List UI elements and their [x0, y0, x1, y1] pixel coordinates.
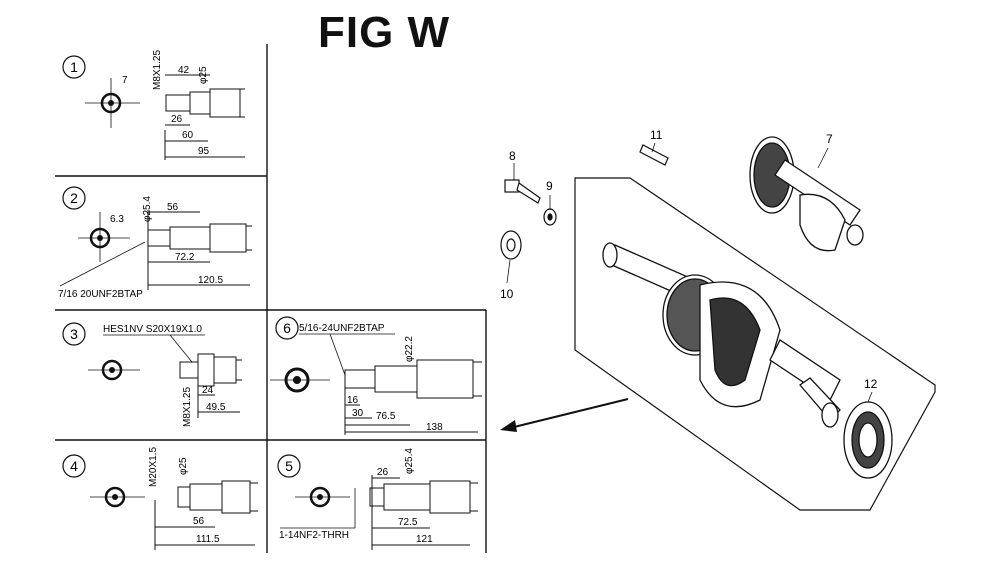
- svg-text:56: 56: [167, 202, 179, 213]
- crankshaft: [602, 242, 841, 428]
- svg-text:φ25.4: φ25.4: [404, 448, 415, 474]
- svg-text:φ25.4: φ25.4: [142, 196, 153, 222]
- washer-small: [543, 208, 557, 226]
- svg-text:72.2: 72.2: [175, 252, 195, 263]
- panel-1: 1 7 M8X1.25 φ25 42 26 60 95: [62, 50, 245, 160]
- svg-text:3: 3: [70, 326, 78, 342]
- svg-text:95: 95: [198, 146, 210, 157]
- svg-text:120.5: 120.5: [198, 275, 223, 286]
- svg-text:24: 24: [202, 385, 214, 396]
- panel-2: 2 6.3 φ25.4 56 72.2 120.5 7/16 20UNF2BTA…: [58, 186, 252, 300]
- svg-text:26: 26: [171, 114, 183, 125]
- svg-text:72.5: 72.5: [398, 517, 418, 528]
- svg-text:30: 30: [352, 408, 364, 419]
- panel-4: 4 M20X1.5 φ25 56 111.5: [62, 447, 258, 550]
- bolt: [504, 179, 541, 204]
- svg-text:5: 5: [285, 458, 293, 474]
- assembly-outline: [574, 177, 936, 511]
- svg-text:121: 121: [416, 534, 433, 545]
- svg-text:49.5: 49.5: [206, 402, 226, 413]
- svg-text:φ25: φ25: [198, 66, 209, 84]
- svg-text:111.5: 111.5: [196, 534, 220, 545]
- thread-label: 7/16 20UNF2BTAP: [58, 289, 143, 300]
- figure-title: FIG W: [318, 8, 451, 57]
- svg-text:φ25: φ25: [178, 457, 189, 475]
- washer-large: [500, 230, 522, 260]
- svg-text:60: 60: [182, 130, 194, 141]
- panel-number: 1: [70, 59, 78, 75]
- svg-text:4: 4: [70, 458, 78, 474]
- panel-6: 6 5/16-24UNF2BTAP φ22.2 16 30 76.5 138: [270, 316, 482, 435]
- callout-7: 7: [826, 132, 833, 146]
- svg-text:26: 26: [377, 467, 389, 478]
- svg-text:2: 2: [70, 190, 78, 206]
- svg-text:M20X1.5: M20X1.5: [148, 447, 159, 487]
- callout-12: 12: [864, 377, 878, 391]
- arrow-to-options: [500, 398, 629, 432]
- svg-text:7: 7: [122, 75, 128, 86]
- svg-text:76.5: 76.5: [376, 411, 396, 422]
- callout-11: 11: [650, 128, 663, 142]
- svg-text:16: 16: [347, 395, 359, 406]
- svg-text:42: 42: [178, 65, 190, 76]
- callout-9: 9: [546, 179, 553, 193]
- callout-10: 10: [500, 287, 514, 301]
- woodruff-key: [639, 144, 669, 166]
- svg-text:M8X1.25: M8X1.25: [152, 50, 163, 90]
- panel-5: 5 26 φ25.4 72.5 121 1-14NF2-THRH: [277, 448, 478, 550]
- callout-8: 8: [509, 149, 516, 163]
- panel-number-circle: [62, 55, 86, 79]
- camshaft: [749, 136, 864, 252]
- exploded-view: 11 8 9 10 7 12: [500, 128, 936, 511]
- svg-text:6: 6: [283, 320, 291, 336]
- svg-text:φ22.2: φ22.2: [404, 336, 415, 362]
- svg-text:56: 56: [193, 516, 205, 527]
- thread-label: 1-14NF2-THRH: [279, 530, 349, 541]
- bearing: [843, 401, 893, 479]
- svg-text:138: 138: [426, 422, 443, 433]
- seal-label: HES1NV S20X19X1.0: [103, 324, 202, 335]
- thread-label: 5/16-24UNF2BTAP: [299, 323, 385, 334]
- svg-text:6.3: 6.3: [110, 214, 124, 225]
- svg-text:M8X1.25: M8X1.25: [182, 387, 193, 427]
- panel-3: 3 HES1NV S20X19X1.0 M8X1.25 24 49.5: [62, 322, 242, 427]
